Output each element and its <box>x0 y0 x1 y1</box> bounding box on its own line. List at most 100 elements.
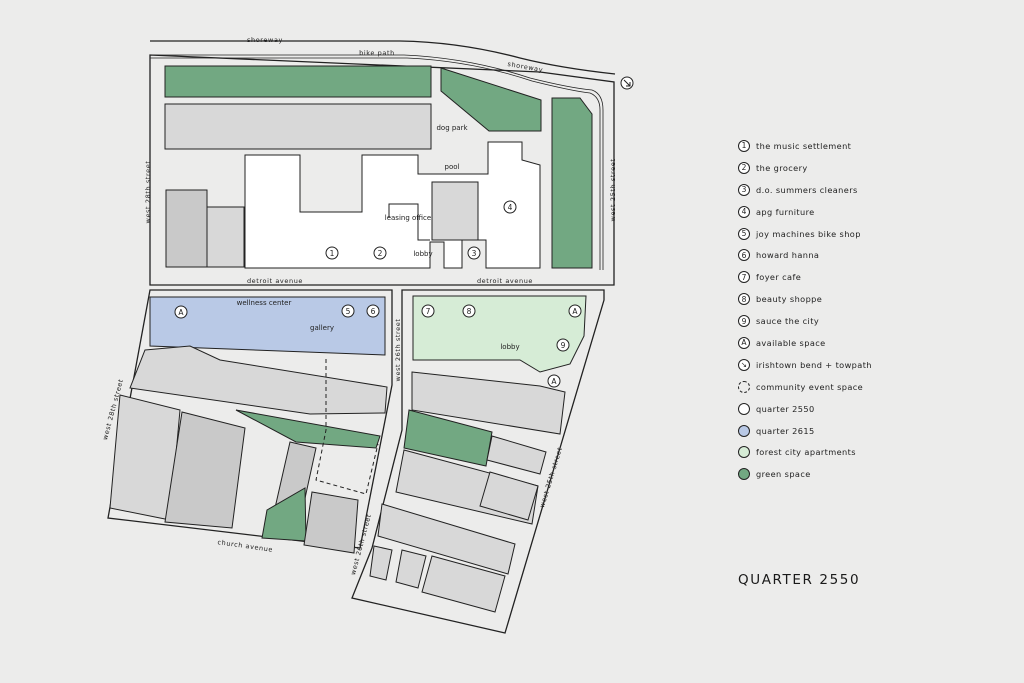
parking-southwest <box>129 345 388 415</box>
legend-symbol-icon: A <box>738 336 750 349</box>
legend-item: quarter 2615 <box>738 420 1008 442</box>
marker-7: 7 <box>421 304 435 318</box>
marker-a-2: A <box>568 304 582 318</box>
marker-4: 4 <box>503 200 517 214</box>
legend-label: apg furniture <box>756 206 815 217</box>
svg-text:A: A <box>551 377 557 386</box>
legend-symbol-icon: 7 <box>738 271 750 284</box>
legend-symbol-icon: 1 <box>738 139 750 152</box>
label-pool: pool <box>445 163 460 171</box>
area-labels: dog park pool leasing office lobby welln… <box>237 124 520 351</box>
legend-label: quarter 2615 <box>756 425 815 436</box>
marker-5: 5 <box>341 304 355 318</box>
svg-text:5: 5 <box>346 307 351 316</box>
label-dog-park: dog park <box>436 124 468 132</box>
legend-item: 7 foyer cafe <box>738 266 1008 288</box>
gray-building-southwest <box>164 411 246 529</box>
gray-building-west <box>165 189 208 268</box>
svg-text:9: 9 <box>561 341 566 350</box>
legend-symbol-icon <box>738 446 750 459</box>
legend-symbol-icon: 8 <box>738 293 750 306</box>
legend-label: sauce the city <box>756 316 820 327</box>
legend-item: 2 the grocery <box>738 157 1008 179</box>
legend-label: community event space <box>756 381 864 392</box>
marker-8: 8 <box>462 304 476 318</box>
street-west-28th-top: west 28th street <box>144 161 152 224</box>
parking-garage <box>431 181 479 241</box>
svg-text:3: 3 <box>472 249 477 258</box>
marker-a-3: A <box>547 374 561 388</box>
street-west-26th-mid: west 26th street <box>394 319 402 382</box>
street-church: church avenue <box>217 538 274 554</box>
label-gallery: gallery <box>310 324 334 332</box>
map-title: QUARTER 2550 <box>738 572 861 588</box>
southwest-block <box>109 296 388 554</box>
green-space-east <box>403 409 493 467</box>
marker-9: 9 <box>556 338 570 352</box>
svg-text:2: 2 <box>378 249 383 258</box>
svg-text:8: 8 <box>467 307 472 316</box>
forest-city-apartments <box>412 295 587 373</box>
legend-symbol-icon: 6 <box>738 249 750 262</box>
quarter-2615 <box>149 296 386 356</box>
street-west-25th-top: west 25th street <box>609 159 617 222</box>
legend-item: 8 beauty shoppe <box>738 288 1008 310</box>
legend-label: forest city apartments <box>756 447 856 458</box>
legend-symbol-icon: ↘ <box>738 358 750 371</box>
legend-item: 1 the music settlement <box>738 135 1008 157</box>
legend-item: green space <box>738 463 1008 485</box>
label-lobby-north: lobby <box>413 250 432 258</box>
street-detroit-right: detroit avenue <box>477 277 533 285</box>
parking-north <box>164 103 432 150</box>
marker-a-1: A <box>174 305 188 319</box>
marker-3: 3 <box>467 246 481 260</box>
legend-symbol-icon <box>738 468 750 481</box>
legend-item: forest city apartments <box>738 441 1008 463</box>
marker-1: 1 <box>325 246 339 260</box>
legend-label: the music settlement <box>756 140 852 151</box>
legend-item: 6 howard hanna <box>738 244 1008 266</box>
green-strip-east <box>551 97 593 269</box>
marker-6: 6 <box>366 304 380 318</box>
svg-text:4: 4 <box>508 203 513 212</box>
svg-text:A: A <box>178 308 184 317</box>
label-wellness-center: wellness center <box>237 299 292 307</box>
north-block <box>164 65 593 269</box>
legend-label: green space <box>756 469 811 480</box>
legend-item: 4 apg furniture <box>738 201 1008 223</box>
legend-label: irishtown bend + towpath <box>756 359 872 370</box>
legend-label: quarter 2550 <box>756 403 815 414</box>
green-wedge <box>440 67 542 132</box>
label-lobby-east: lobby <box>500 343 519 351</box>
marker-2: 2 <box>373 246 387 260</box>
legend-label: foyer cafe <box>756 272 802 283</box>
svg-text:6: 6 <box>371 307 376 316</box>
legend-symbol-icon <box>738 402 750 415</box>
legend-symbol-icon: 2 <box>738 161 750 174</box>
legend-symbol-icon: 4 <box>738 205 750 218</box>
green-strip-north <box>164 65 432 98</box>
street-detroit-left: detroit avenue <box>247 277 303 285</box>
community-event-space <box>315 359 379 495</box>
svg-text:7: 7 <box>426 307 431 316</box>
street-bike-path: bike path <box>359 49 395 57</box>
legend-symbol-icon <box>738 380 750 393</box>
legend-item: community event space <box>738 376 1008 398</box>
legend-label: available space <box>756 337 826 348</box>
legend-symbol-icon <box>738 424 750 437</box>
legend-item: quarter 2550 <box>738 398 1008 420</box>
markers: 1 2 3 4 5 6 7 8 9 A A A <box>174 76 634 388</box>
southeast-block <box>369 295 587 613</box>
legend-symbol-icon: 3 <box>738 183 750 196</box>
legend-label: howard hanna <box>756 250 820 261</box>
legend-label: the grocery <box>756 162 808 173</box>
svg-text:A: A <box>572 307 578 316</box>
legend-label: beauty shoppe <box>756 294 823 305</box>
street-shoreway-top: shoreway <box>247 36 283 44</box>
